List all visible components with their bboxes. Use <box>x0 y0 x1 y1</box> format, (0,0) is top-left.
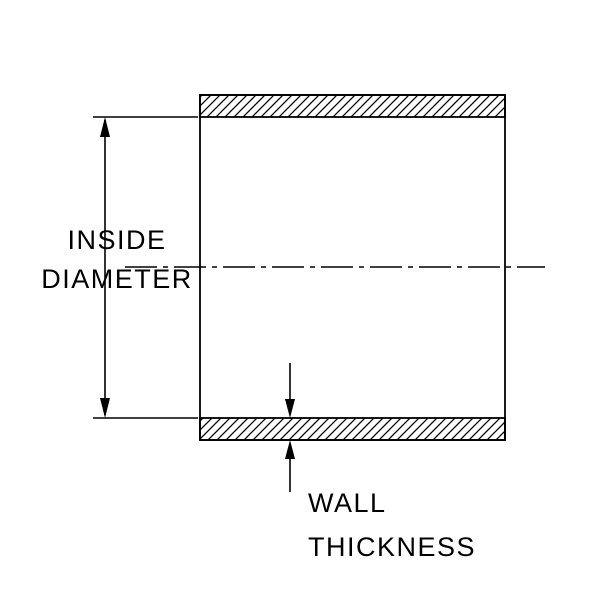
arrowhead-down-icon <box>100 398 110 418</box>
inside-diameter-label-line2: DIAMETER <box>41 264 193 294</box>
inside-diameter-label-line1: INSIDE <box>67 225 166 255</box>
top-wall-hatch <box>199 94 506 118</box>
wall-thickness-label-line2: THICKNESS <box>308 532 476 562</box>
wall-thickness-arrow-down-icon <box>285 399 295 418</box>
wall-thickness-label-line1: WALL <box>308 488 387 518</box>
arrowhead-up-icon <box>100 117 110 137</box>
wall-thickness-arrow-up-icon <box>285 440 295 459</box>
bottom-wall-hatch <box>199 417 506 441</box>
